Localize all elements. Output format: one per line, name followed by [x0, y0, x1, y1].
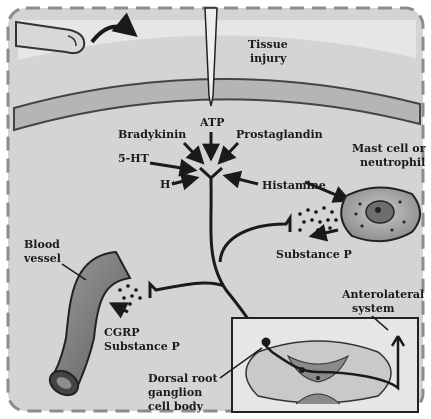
label-mast-cell: Mast cell or [352, 142, 426, 155]
label-cgrp: CGRP [104, 326, 140, 339]
label-drg: Dorsal root [148, 372, 218, 385]
label-prostaglandin: Prostaglandin [236, 128, 323, 141]
dorsal-horn-synapse [299, 367, 305, 373]
label-drg-2: ganglion [148, 386, 202, 399]
label-tissue-injury-2: injury [250, 52, 287, 65]
label-bradykinin: Bradykinin [118, 128, 186, 141]
label-anterolateral-2: system [352, 302, 395, 315]
label-cgrp-substance-p: Substance P [104, 340, 180, 353]
label-mast-cell-2: neutrophil [360, 156, 425, 169]
label-atp: ATP [199, 116, 224, 129]
mast-cell [341, 187, 420, 241]
spinal-cord-inset [232, 318, 418, 412]
label-anterolateral: Anterolateral [341, 288, 424, 301]
label-blood-vessel-2: vessel [23, 252, 61, 265]
drg-cell-body [262, 338, 271, 347]
label-tissue-injury: Tissue [248, 38, 288, 51]
label-substance-p: Substance P [276, 248, 352, 261]
label-blood-vessel: Blood [24, 238, 60, 251]
label-drg-3: cell body [148, 400, 204, 413]
label-5ht: 5-HT [118, 152, 150, 165]
